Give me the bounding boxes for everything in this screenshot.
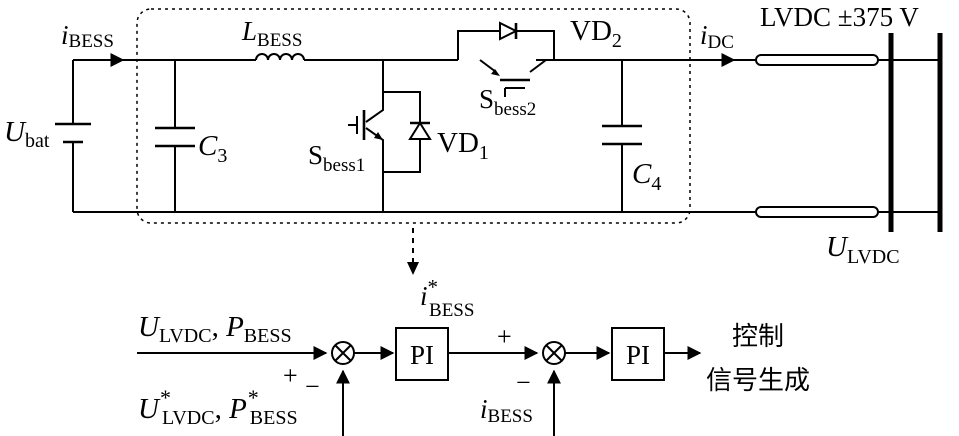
converter-boundary [136,8,691,224]
summer2-minus-sign: − [516,368,531,397]
switch-bess2-label: Sbess2 [479,84,536,120]
inductor-label: LBESS [241,16,302,51]
switch-bess1-label: Sbess1 [308,140,365,176]
inductor-symbol [255,53,305,61]
i-bess-top-label: iBESS [61,20,114,52]
capacitor-c4 [602,60,642,212]
i-ref-label: i*BESS [420,275,474,321]
switch-bess2-symbol [479,59,547,97]
input-top-label: ULVDC, PBESS [138,311,292,347]
summing-junction-1 [331,341,355,365]
battery-label: Ubat [4,116,50,152]
input-ref-label: U*LVDC, P*BESS [138,385,298,429]
i-feedback-label: iBESS [480,394,533,427]
diode-vd1-symbol [383,91,432,173]
control-loop: PI PI ULVDC, PBESS U*LVDC, P*BESS + − i*… [137,275,810,436]
battery-symbol [55,60,91,212]
output-label-line1: 控制 [732,322,784,352]
i-dc-label: iDC [700,20,734,53]
summer1-plus-sign: + [283,361,298,390]
summing-junction-2 [542,341,566,365]
lvdc-bus-label: LVDC ±375 V [760,2,919,32]
u-lvdc-label: ULVDC [826,231,900,268]
summer2-plus-sign: + [497,322,512,351]
capacitor-c4-label: C4 [632,158,661,195]
capacitor-c3-label: C3 [198,130,227,167]
pi-controller-1-label: PI [410,340,434,370]
diode-vd2-symbol [457,21,555,60]
switch-bess1-symbol [348,60,384,212]
power-circuit: iBESS LBESS Ubat C3 Sbess1 VD1 VD2 Sbess… [4,2,943,275]
pi-controller-2-label: PI [626,340,650,370]
diode-vd2-label: VD2 [570,15,622,52]
pi-controller-1 [395,327,449,381]
lvdc-cables [755,54,940,218]
capacitor-c3 [155,60,195,212]
diode-vd1-label: VD1 [437,127,489,164]
output-label-line2: 信号生成 [706,366,810,396]
summer1-minus-sign: − [305,372,320,401]
